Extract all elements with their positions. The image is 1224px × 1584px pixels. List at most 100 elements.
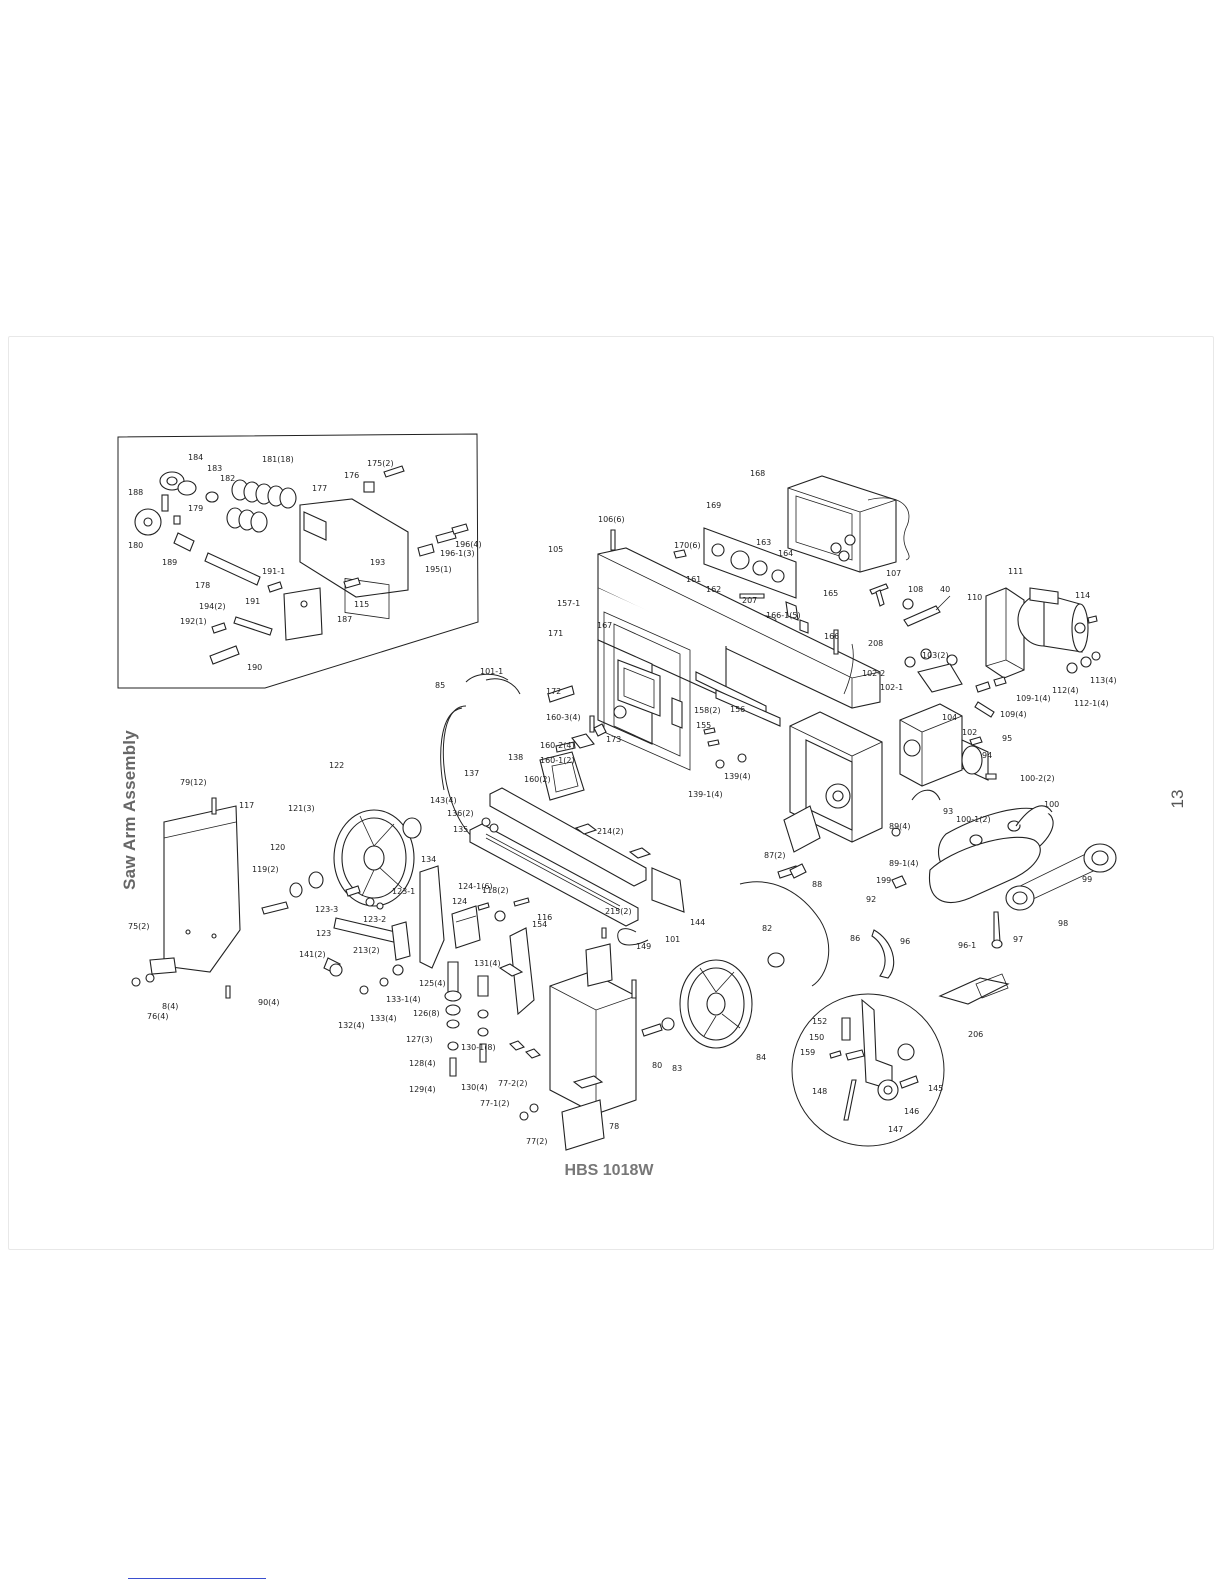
screw-193 bbox=[343, 577, 361, 589]
main-part-label: 123-3 bbox=[315, 905, 338, 914]
main-part-label: 173 bbox=[606, 735, 621, 744]
rod-148 bbox=[843, 1079, 857, 1121]
strip-191 bbox=[233, 616, 273, 636]
footer-link-underline[interactable] bbox=[128, 1578, 266, 1579]
inset-part-label: 184 bbox=[188, 453, 203, 462]
main-part-label: 132(4) bbox=[338, 1021, 365, 1030]
pin-215 bbox=[601, 927, 607, 939]
washer-108 bbox=[902, 598, 914, 610]
main-part-label: 40 bbox=[940, 585, 950, 594]
spring-152 bbox=[841, 1017, 851, 1041]
inset-part-label: 115 bbox=[354, 600, 369, 609]
main-part-label: 118(2) bbox=[482, 886, 509, 895]
magnified-detail-circle bbox=[791, 993, 945, 1147]
main-part-label: 116 bbox=[537, 913, 552, 922]
inset-part-label: 196-1(3) bbox=[440, 549, 475, 558]
bracket-75 bbox=[149, 957, 177, 975]
part-207 bbox=[739, 593, 765, 599]
main-part-label: 96 bbox=[900, 937, 910, 946]
key-114 bbox=[1087, 615, 1098, 624]
screw-159 bbox=[829, 1050, 842, 1059]
main-part-label: 100-2(2) bbox=[1020, 774, 1055, 783]
inset-part-label: 175(2) bbox=[367, 459, 394, 468]
blade-guide-bar bbox=[469, 715, 747, 927]
main-part-label: 120 bbox=[270, 843, 285, 852]
bearing-121 bbox=[402, 817, 422, 839]
inset-part-label: 182 bbox=[220, 474, 235, 483]
main-part-label: 129(4) bbox=[409, 1085, 436, 1094]
main-part-label: 77-1(2) bbox=[480, 1099, 510, 1108]
main-part-label: 86 bbox=[850, 934, 860, 943]
main-part-label: 112(4) bbox=[1052, 686, 1079, 695]
main-part-label: 103(2) bbox=[922, 651, 949, 660]
block-124 bbox=[451, 905, 481, 949]
main-part-label: 93 bbox=[943, 807, 953, 816]
link-40 bbox=[903, 605, 941, 627]
main-part-label: 87(2) bbox=[764, 851, 786, 860]
main-part-label: 123-2 bbox=[363, 915, 386, 924]
bracket-138 bbox=[539, 751, 585, 801]
main-part-label: 112-1(4) bbox=[1074, 699, 1109, 708]
main-part-label: 113(4) bbox=[1090, 676, 1117, 685]
main-part-label: 122 bbox=[329, 761, 344, 770]
main-part-label: 139-1(4) bbox=[688, 790, 723, 799]
main-part-label: 8(4) bbox=[162, 1002, 178, 1011]
switch-panel-169 bbox=[703, 527, 797, 599]
bearing-82 bbox=[767, 952, 785, 968]
main-part-label: 157-1 bbox=[557, 599, 580, 608]
main-part-label: 159 bbox=[800, 1048, 815, 1057]
main-part-label: 124-1(6) bbox=[458, 882, 493, 891]
main-part-label: 146 bbox=[904, 1107, 919, 1116]
main-part-label: 94 bbox=[982, 751, 992, 760]
main-part-label: 213(2) bbox=[353, 946, 380, 955]
inset-part-label: 196(4) bbox=[455, 540, 482, 549]
part-150 bbox=[845, 1049, 865, 1061]
main-part-label: 148 bbox=[812, 1087, 827, 1096]
main-part-label: 128(4) bbox=[409, 1059, 436, 1068]
guide-bar-137 bbox=[489, 787, 647, 887]
main-part-label: 96-1 bbox=[958, 941, 976, 950]
main-part-label: 164 bbox=[778, 549, 793, 558]
blank-top-margin bbox=[0, 0, 1224, 330]
bracket-102-1 bbox=[917, 663, 963, 693]
main-part-label: 172 bbox=[546, 687, 561, 696]
main-part-label: 121(3) bbox=[288, 804, 315, 813]
main-part-label: 156 bbox=[730, 705, 745, 714]
block-214 bbox=[574, 823, 598, 835]
main-part-label: 160-3(4) bbox=[546, 713, 581, 722]
main-part-label: 208 bbox=[868, 639, 883, 648]
main-part-label: 123 bbox=[316, 929, 331, 938]
main-part-label: 214(2) bbox=[597, 827, 624, 836]
window-plate bbox=[617, 659, 661, 717]
main-part-label: 160-2(4) bbox=[540, 741, 575, 750]
screw-191-1 bbox=[267, 581, 283, 593]
main-part-label: 206 bbox=[968, 1030, 983, 1039]
main-part-label: 136(2) bbox=[447, 809, 474, 818]
inset-part-label: 176 bbox=[344, 471, 359, 480]
washer-83 bbox=[661, 1017, 675, 1031]
guard-body-171 bbox=[597, 588, 727, 699]
main-part-label: 100 bbox=[1044, 800, 1059, 809]
gearbox-104 bbox=[899, 703, 963, 787]
elbow-93 bbox=[911, 789, 941, 801]
inset-part-label: 178 bbox=[195, 581, 210, 590]
cover-plate-117 bbox=[163, 805, 241, 973]
inset-part-label: 180 bbox=[128, 541, 143, 550]
control-box-group bbox=[610, 475, 910, 626]
main-part-label: 82 bbox=[762, 924, 772, 933]
left-cover-and-wheel bbox=[131, 797, 422, 999]
pin-188 bbox=[161, 494, 169, 512]
main-part-label: 107 bbox=[886, 569, 901, 578]
center-lower-parts bbox=[323, 865, 785, 1151]
main-part-label: 152 bbox=[812, 1017, 827, 1026]
main-part-label: 84 bbox=[756, 1053, 766, 1062]
main-part-label: 170(6) bbox=[674, 541, 701, 550]
inset-part-label: 183 bbox=[207, 464, 222, 473]
main-part-label: 98 bbox=[1058, 919, 1068, 928]
main-part-label: 166 bbox=[824, 632, 839, 641]
blade-guard-105-group bbox=[547, 547, 881, 771]
page-number: 13 bbox=[1168, 789, 1187, 809]
screw-95 bbox=[969, 736, 983, 746]
arm-134 bbox=[419, 865, 445, 969]
main-part-label: 166-1(5) bbox=[766, 611, 801, 620]
